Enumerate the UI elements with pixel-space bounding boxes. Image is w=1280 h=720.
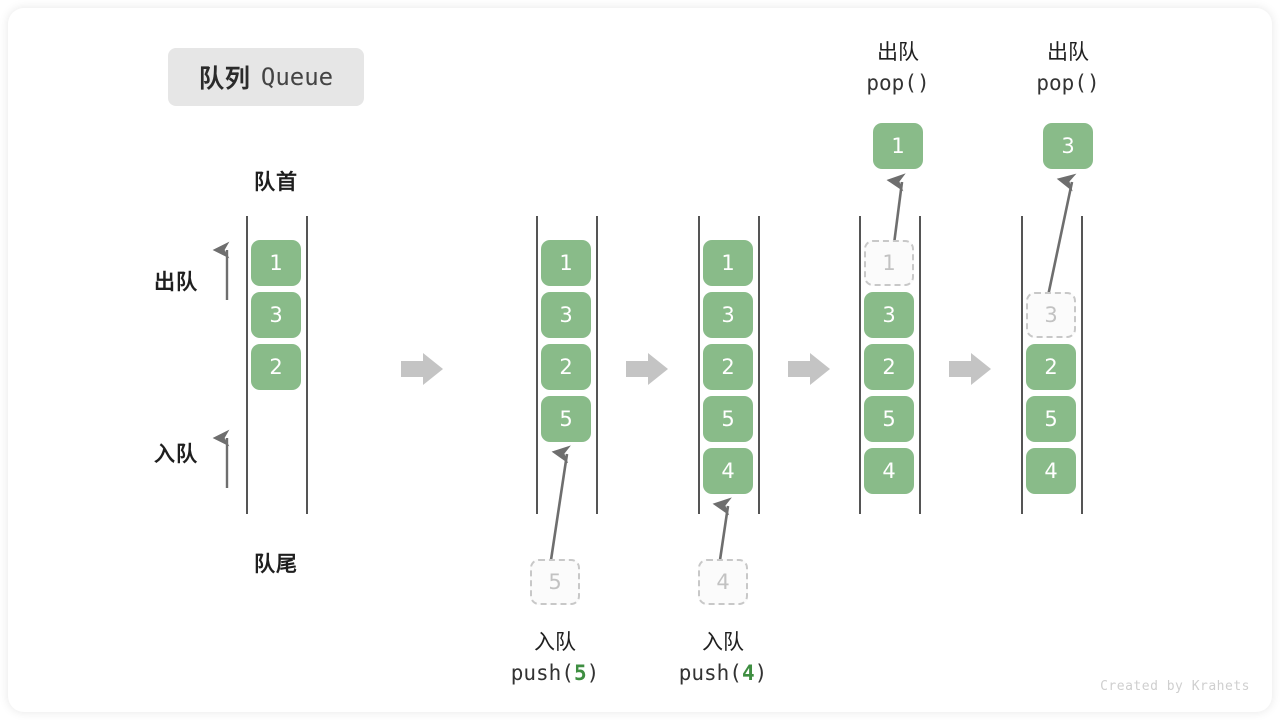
step-arrow-3 xyxy=(788,353,830,385)
pop-3-caption-cn: 出队 xyxy=(1047,41,1089,64)
pop-3-caption: 出队 pop() xyxy=(983,38,1153,99)
step-arrow-4 xyxy=(949,353,991,385)
queue-pop3-cell-3: 5 xyxy=(1026,396,1076,442)
queue-rail-right-1 xyxy=(306,216,308,514)
push-5-arg: 5 xyxy=(573,661,587,686)
queue-push5-cell-0: 1 xyxy=(541,240,591,286)
queue-rail-right-2 xyxy=(596,216,598,514)
queue-rail-left-1 xyxy=(246,216,248,514)
queue-initial-cell-1: 3 xyxy=(251,292,301,338)
push-5-caption-cn: 入队 xyxy=(534,631,576,654)
title-badge: 队列 Queue xyxy=(168,48,364,106)
enqueue-direction-arrow xyxy=(212,429,230,488)
outgoing-cell-1: 1 xyxy=(873,123,923,169)
dequeue-direction-arrow xyxy=(212,241,230,300)
push-4-caption-cn: 入队 xyxy=(702,631,744,654)
push-5-caption: 入队 push(5) xyxy=(470,628,640,689)
push-5-motion-arrow xyxy=(549,445,571,561)
queue-pop1-cell-0: 1 xyxy=(864,240,914,286)
queue-push4-cell-1: 3 xyxy=(703,292,753,338)
push-4-arg: 4 xyxy=(741,661,755,686)
queue-push4-cell-0: 1 xyxy=(703,240,753,286)
rear-label: 队尾 xyxy=(254,553,298,576)
credit-label: Created by Krahets xyxy=(1100,679,1250,694)
enqueue-direction-label: 入队 xyxy=(154,443,198,466)
pop-1-caption: 出队 pop() xyxy=(813,38,983,99)
queue-push4-cell-4: 4 xyxy=(703,448,753,494)
queue-rail-left-5 xyxy=(1021,216,1023,514)
queue-pop1-cell-2: 2 xyxy=(864,344,914,390)
queue-pop3-cell-2: 2 xyxy=(1026,344,1076,390)
queue-rail-right-5 xyxy=(1081,216,1083,514)
incoming-cell-5: 5 xyxy=(530,559,580,605)
pop-1-caption-cn: 出队 xyxy=(877,41,919,64)
queue-pop1-cell-3: 5 xyxy=(864,396,914,442)
incoming-cell-4-box: 4 xyxy=(698,559,748,605)
queue-rail-left-2 xyxy=(536,216,538,514)
queue-pop1-cell-4: 4 xyxy=(864,448,914,494)
queue-rail-left-4 xyxy=(859,216,861,514)
queue-push4-cell-3: 5 xyxy=(703,396,753,442)
pop-1-motion-arrow xyxy=(886,173,906,245)
push-5-caption-code: push(5) xyxy=(470,658,640,688)
push-4-motion-arrow xyxy=(712,497,732,561)
queue-initial-cell-2: 2 xyxy=(251,344,301,390)
pop-3-motion-arrow xyxy=(1046,173,1077,297)
pop-1-caption-code: pop() xyxy=(866,71,930,96)
queue-push4-cell-2: 2 xyxy=(703,344,753,390)
queue-push5-cell-2: 2 xyxy=(541,344,591,390)
queue-initial-cell-0: 1 xyxy=(251,240,301,286)
push-4-fn: push( xyxy=(678,661,742,686)
push-4-fn-end: ) xyxy=(754,661,768,686)
queue-rail-right-4 xyxy=(919,216,921,514)
pop-3-caption-code: pop() xyxy=(1036,71,1100,96)
queue-rail-left-3 xyxy=(698,216,700,514)
queue-pop1-cell-1: 3 xyxy=(864,292,914,338)
push-4-caption: 入队 push(4) xyxy=(638,628,808,689)
step-arrow-2 xyxy=(626,353,668,385)
outgoing-cell-1-box: 1 xyxy=(873,123,923,169)
diagram-card: 队列 Queue 队首 队尾 出队 入队 1 3 2 1 3 2 5 5 xyxy=(8,8,1272,712)
incoming-cell-5-box: 5 xyxy=(530,559,580,605)
queue-rail-right-3 xyxy=(758,216,760,514)
step-arrow-1 xyxy=(401,353,443,385)
title-en: Queue xyxy=(260,63,334,91)
outgoing-cell-3: 3 xyxy=(1043,123,1093,169)
queue-pop3-cell-1: 3 xyxy=(1026,292,1076,338)
title-cn: 队列 xyxy=(198,65,251,93)
front-label: 队首 xyxy=(254,171,298,194)
push-5-fn-end: ) xyxy=(586,661,600,686)
dequeue-direction-label: 出队 xyxy=(154,271,198,294)
outgoing-cell-3-box: 3 xyxy=(1043,123,1093,169)
push-4-caption-code: push(4) xyxy=(638,658,808,688)
incoming-cell-4: 4 xyxy=(698,559,748,605)
queue-pop3-cell-4: 4 xyxy=(1026,448,1076,494)
queue-push5-cell-3: 5 xyxy=(541,396,591,442)
queue-push5-cell-1: 3 xyxy=(541,292,591,338)
push-5-fn: push( xyxy=(510,661,574,686)
